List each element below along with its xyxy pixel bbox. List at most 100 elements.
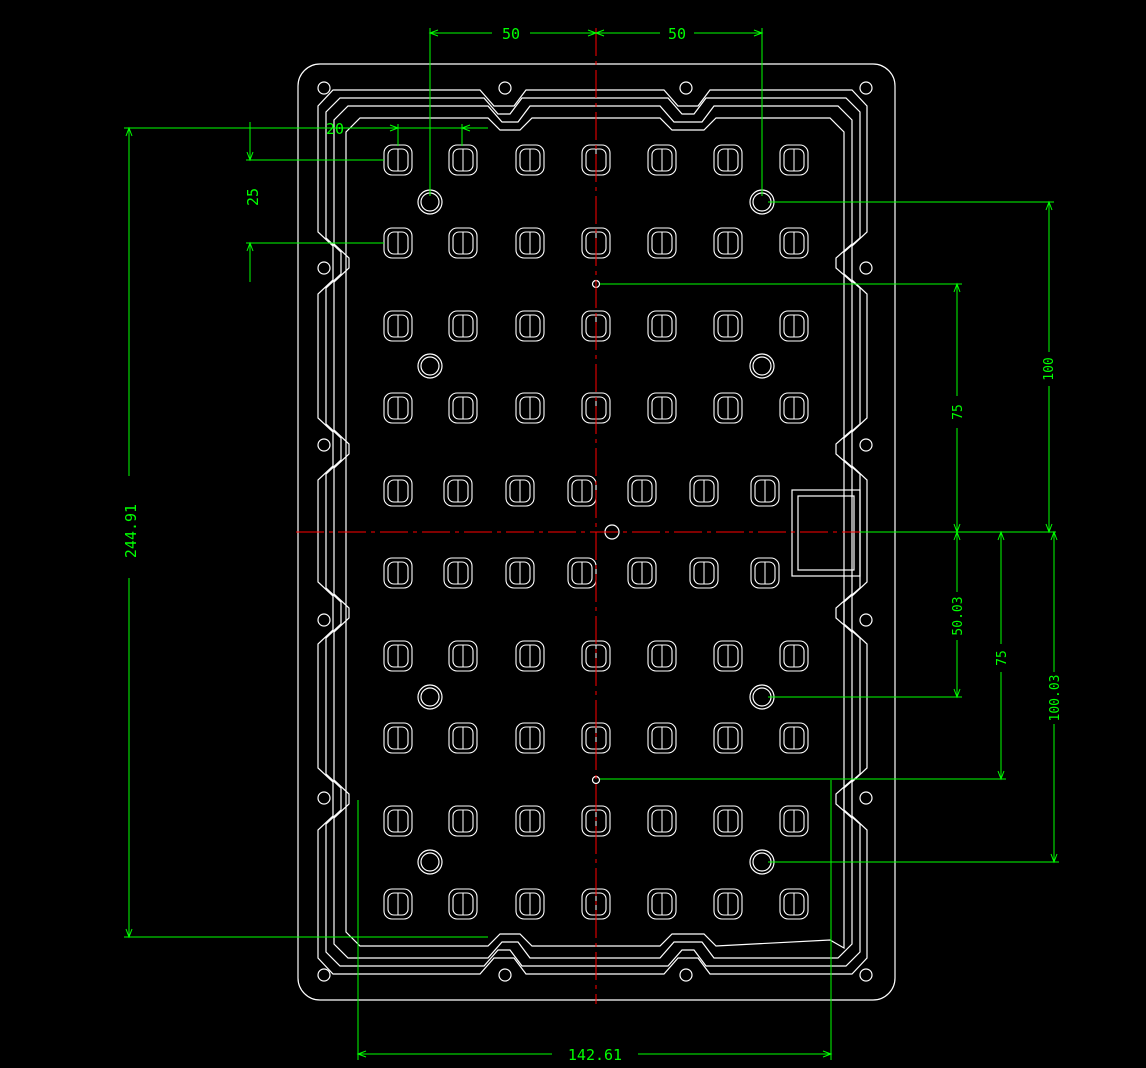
lens-cell-outer: [713, 227, 743, 259]
lens-cell: [779, 722, 809, 754]
lens-cell-outer: [515, 805, 545, 837]
dim-right-upper-75: 75: [951, 404, 966, 420]
lens-cell: [713, 392, 743, 424]
lens-cell: [647, 722, 677, 754]
dim-top-right: 50: [668, 25, 686, 43]
lens-cell: [383, 888, 413, 920]
lens-cell-outer: [713, 722, 743, 754]
lens-cell-outer: [647, 392, 677, 424]
lens-cell: [779, 640, 809, 672]
boss-hole-inner: [752, 356, 772, 376]
lens-cell-outer: [779, 722, 809, 754]
boss-hole-outer: [417, 849, 443, 875]
lens-cell: [505, 475, 535, 507]
lens-cell-outer: [779, 888, 809, 920]
lens-cell: [383, 805, 413, 837]
lens-cell: [383, 722, 413, 754]
mounting-hole: [317, 613, 331, 627]
lens-cell-outer: [383, 640, 413, 672]
seal-channel-outer: [317, 89, 868, 975]
lens-cell-outer: [689, 557, 719, 589]
lens-cell-outer: [647, 722, 677, 754]
lens-cell-outer: [779, 640, 809, 672]
lens-cell-outer: [448, 392, 478, 424]
lens-cell-outer: [713, 144, 743, 176]
connector-box-inner: [797, 495, 855, 571]
lens-cell: [750, 557, 780, 589]
lens-cell: [647, 144, 677, 176]
lens-cell: [515, 227, 545, 259]
mounting-hole: [859, 261, 873, 275]
lens-cell-outer: [779, 392, 809, 424]
lens-cell-outer: [779, 227, 809, 259]
lens-cell-outer: [713, 392, 743, 424]
lens-cell-outer: [383, 888, 413, 920]
lens-cell: [713, 227, 743, 259]
lens-cell: [779, 805, 809, 837]
dim-top-left: 50: [502, 25, 520, 43]
lens-cell-outer: [448, 144, 478, 176]
lens-cell: [443, 557, 473, 589]
boss-hole-outer: [417, 353, 443, 379]
lens-cell: [515, 640, 545, 672]
lens-cell: [383, 227, 413, 259]
seal-channel-mid: [325, 97, 861, 967]
lens-cell-outer: [689, 475, 719, 507]
lens-cell: [647, 227, 677, 259]
lens-cell-outer: [713, 310, 743, 342]
lens-cell: [448, 640, 478, 672]
lens-cell-outer: [713, 888, 743, 920]
mounting-hole: [498, 968, 512, 982]
lens-cell-outer: [383, 392, 413, 424]
seal-channel-innermost: [345, 117, 845, 950]
lens-cell-outer: [750, 557, 780, 589]
lens-cell: [383, 310, 413, 342]
lens-cell-outer: [750, 475, 780, 507]
dim-right-lower-50: 50.03: [951, 596, 966, 635]
lens-cell: [383, 475, 413, 507]
lens-cell-outer: [713, 805, 743, 837]
lens-cell: [750, 475, 780, 507]
mounting-hole: [859, 968, 873, 982]
lens-cell: [505, 557, 535, 589]
mounting-hole: [317, 81, 331, 95]
lens-cell-outer: [383, 557, 413, 589]
mounting-hole: [317, 968, 331, 982]
lens-cell-outer: [647, 144, 677, 176]
lens-cell: [779, 392, 809, 424]
lens-cell-outer: [448, 227, 478, 259]
lens-cell-array: [383, 144, 809, 920]
lens-cell-outer: [515, 227, 545, 259]
lens-cell-outer: [713, 640, 743, 672]
dim-overall-height: 244.91: [122, 504, 140, 558]
dim-right-lower-100: 100.03: [1048, 675, 1063, 722]
lens-cell: [713, 310, 743, 342]
lens-cell-outer: [567, 557, 597, 589]
lens-cell: [448, 392, 478, 424]
lens-cell: [448, 144, 478, 176]
lens-cell: [713, 888, 743, 920]
mounting-hole: [317, 261, 331, 275]
mounting-hole: [498, 81, 512, 95]
lens-cell: [448, 227, 478, 259]
lens-cell-outer: [448, 722, 478, 754]
lens-cell: [383, 392, 413, 424]
lens-cell-outer: [647, 310, 677, 342]
mounting-hole: [859, 81, 873, 95]
dim-row-pitch: 25: [244, 188, 262, 206]
lens-cell-outer: [515, 392, 545, 424]
boss-holes: [417, 189, 775, 875]
lens-cell-outer: [647, 640, 677, 672]
lens-cell: [779, 888, 809, 920]
lens-cell-outer: [448, 310, 478, 342]
lens-cell: [647, 805, 677, 837]
dim-cell-width: 20: [326, 120, 344, 138]
lens-cell-outer: [383, 475, 413, 507]
lens-cell: [713, 722, 743, 754]
lens-cell-outer: [443, 475, 473, 507]
seal-channel-inner: [333, 105, 853, 959]
boss-hole-inner: [420, 687, 440, 707]
lens-cell-outer: [505, 475, 535, 507]
lens-cell: [515, 144, 545, 176]
